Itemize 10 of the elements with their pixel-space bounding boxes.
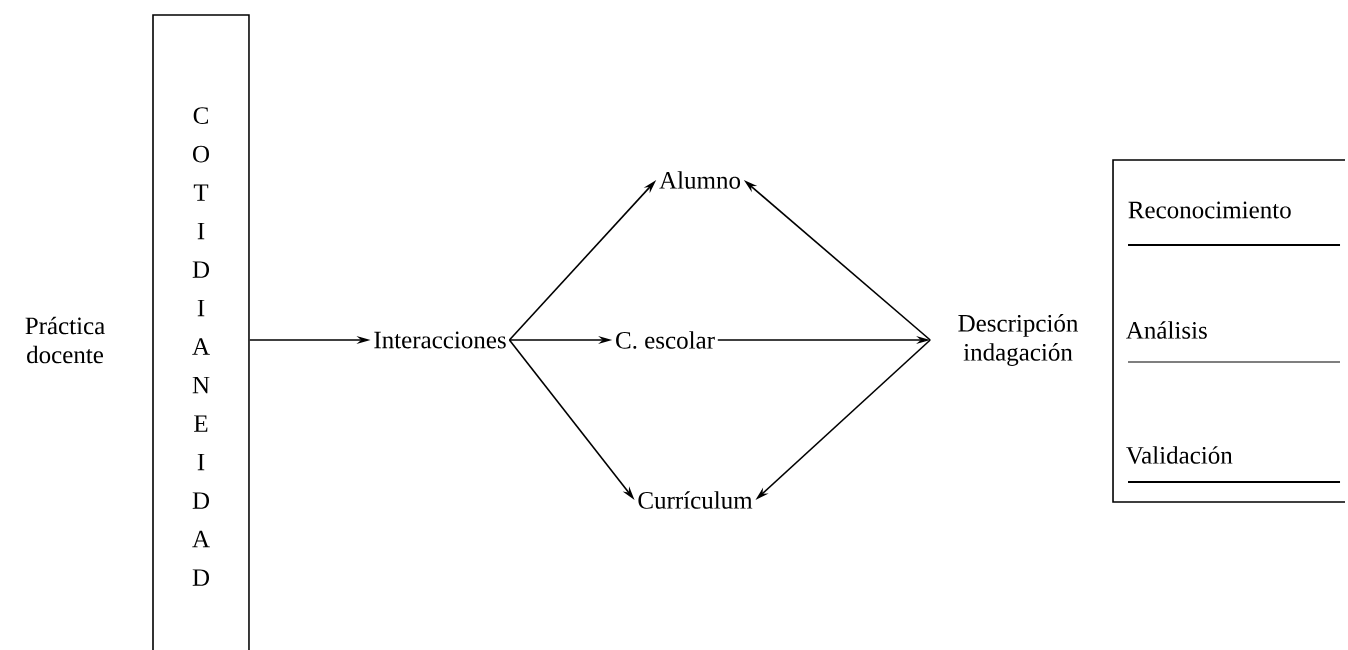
node-label: Interacciones <box>374 331 506 349</box>
node-label: Práctica docente <box>25 316 105 364</box>
node-label: Alumno <box>659 171 741 189</box>
list-item: Validación <box>1126 446 1233 464</box>
node-label: Descripción indagación <box>958 314 1079 366</box>
list-item: Análisis <box>1126 321 1207 339</box>
list-item: Reconocimiento <box>1128 201 1291 219</box>
node-label: C. escolar <box>616 331 715 349</box>
node-label: Currículum <box>638 491 753 509</box>
vertical-bar: COTIDIANEIDAD <box>152 14 250 650</box>
